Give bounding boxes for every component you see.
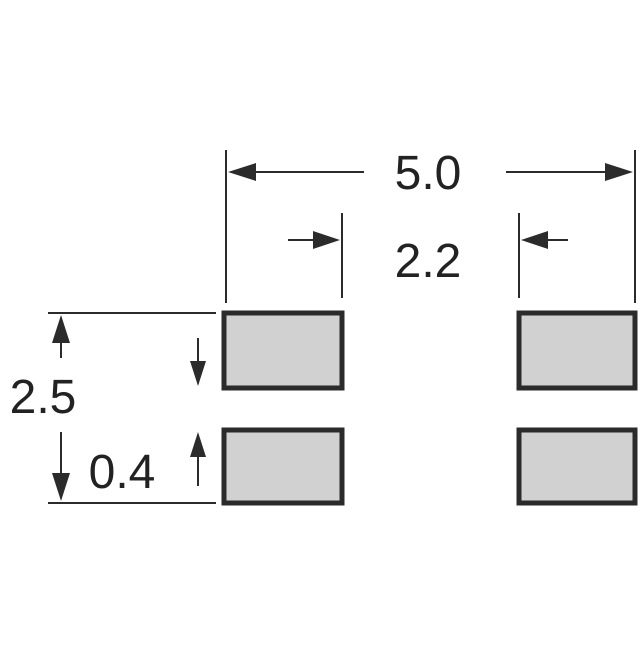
- pad-bottom-left: [221, 427, 345, 506]
- overall-width-label: 5.0: [395, 147, 462, 200]
- arrowhead-gap-right: [521, 231, 548, 249]
- gap-label: 2.2: [395, 235, 462, 288]
- pad-gap-label: 0.4: [89, 446, 156, 499]
- arrowhead-pad-gap-up: [190, 432, 206, 457]
- arrowhead-gap-left: [313, 231, 340, 249]
- arrowhead-up: [52, 315, 70, 343]
- arrowhead-right: [605, 163, 633, 181]
- pad-bottom-right: [516, 427, 638, 506]
- pad-top-right: [516, 310, 638, 391]
- arrowhead-left: [228, 163, 256, 181]
- gap-dimension: 2.2: [288, 231, 568, 288]
- overall-height-dimension: 2.5: [10, 315, 77, 501]
- overall-width-dimension: 5.0: [228, 147, 633, 200]
- overall-height-label: 2.5: [10, 371, 77, 424]
- arrowhead-pad-gap-down: [190, 361, 206, 386]
- arrowhead-down: [52, 473, 70, 501]
- pad-top-left: [221, 310, 345, 391]
- pad-gap-dimension: 0.4: [89, 338, 206, 499]
